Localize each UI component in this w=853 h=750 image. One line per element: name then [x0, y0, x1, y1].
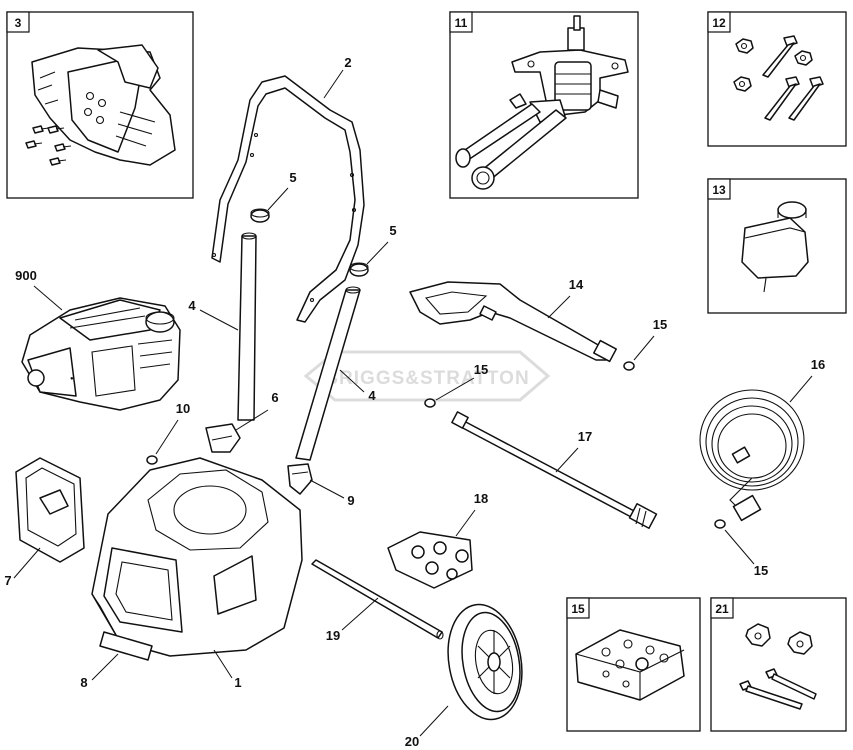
- leader-cap-left: [267, 187, 289, 211]
- callout-oring-gun: 15: [653, 317, 667, 332]
- box-number-15: 15: [571, 602, 585, 616]
- box-number-11: 11: [455, 16, 468, 30]
- brand-watermark: BRIGGS&STRATTON: [303, 350, 551, 402]
- watermark-text: BRIGGS&STRATTON: [324, 368, 529, 389]
- oring-10-part: [146, 455, 158, 465]
- leader-oring-hose: [724, 529, 755, 565]
- wheel-part: [447, 603, 523, 721]
- leader-tube-right: [339, 369, 365, 393]
- leader-oring-wand: [435, 377, 475, 401]
- box-number-13: 13: [712, 183, 726, 197]
- callout-engine: 900: [15, 268, 37, 283]
- base-part: [91, 457, 303, 657]
- pump-part: [455, 15, 629, 190]
- callout-oring-hose: 15: [754, 563, 768, 578]
- hose-part: [699, 389, 805, 522]
- callout-handle: 2: [344, 55, 351, 70]
- box-hardware: 12: [707, 11, 847, 147]
- leader-engine: [33, 285, 63, 311]
- callout-cap-left: 5: [289, 170, 296, 185]
- leader-wand: [555, 447, 579, 473]
- oring-wand-part: [424, 398, 436, 408]
- callout-wheel: 20: [405, 734, 419, 749]
- grip-part: [99, 631, 153, 661]
- callout-tube-left: 4: [188, 298, 196, 313]
- hardware-parts: [733, 35, 824, 121]
- callout-wand: 17: [578, 429, 592, 444]
- leader-gun: [547, 295, 571, 319]
- leader-base: [213, 649, 233, 679]
- box-pump: 11: [449, 11, 639, 199]
- leader-grip: [91, 653, 119, 681]
- callout-gun: 14: [569, 277, 584, 292]
- leader-axle: [341, 597, 379, 631]
- callout-grip: 8: [80, 675, 87, 690]
- tube-right-part: [295, 286, 361, 461]
- callout-cap-right: 5: [389, 223, 396, 238]
- engine-cover-part: [31, 44, 176, 166]
- soap-tank-part: [741, 201, 809, 293]
- panel-part: [15, 457, 85, 563]
- cap-left-part: [250, 208, 270, 223]
- leader-bracket-9: [309, 479, 345, 499]
- box-number-3: 3: [15, 16, 22, 30]
- engine-part: ●: [21, 297, 181, 411]
- box-number-12: 12: [712, 16, 726, 30]
- bracket-9-part: [287, 463, 313, 495]
- box-nozzle-holder: 15: [566, 597, 701, 732]
- callout-base: 1: [234, 675, 241, 690]
- oring-gun-part: [623, 361, 635, 371]
- callout-nozzles: 18: [474, 491, 488, 506]
- knobs-part: [739, 623, 817, 710]
- callout-tube-right: 4: [368, 388, 376, 403]
- box-engine-cover: 3: [6, 11, 194, 199]
- leader-wheel: [419, 705, 449, 737]
- box-knobs: 21: [710, 597, 847, 732]
- gun-part: [409, 281, 617, 363]
- leader-panel: [13, 547, 41, 579]
- leader-bracket-6: [235, 409, 269, 431]
- box-soap-tank: 13: [707, 178, 847, 314]
- handle-part: [211, 75, 365, 323]
- callout-bracket-6: 6: [271, 390, 278, 405]
- callout-hose: 16: [811, 357, 825, 372]
- screws: [25, 125, 72, 166]
- leader-oring-gun: [633, 335, 655, 361]
- leader-handle: [323, 69, 344, 99]
- callout-panel: 7: [4, 573, 11, 588]
- callout-oring-10: 10: [176, 401, 190, 416]
- bracket-6-part: [205, 423, 241, 453]
- tube-left-part: [237, 232, 257, 421]
- callout-bracket-9: 9: [347, 493, 354, 508]
- engine-brand-mark: ●: [70, 376, 74, 382]
- nozzle-holder-part: [575, 629, 685, 701]
- leader-nozzles: [455, 509, 476, 537]
- leader-hose: [789, 375, 813, 403]
- leader-cap-right: [366, 241, 389, 265]
- nozzles-part: [387, 531, 473, 589]
- leader-tube-left: [199, 309, 239, 331]
- leader-oring-10: [155, 419, 179, 455]
- callout-oring-wand: 15: [474, 362, 488, 377]
- callout-axle: 19: [326, 628, 340, 643]
- oring-hose-part: [714, 519, 726, 529]
- box-number-21: 21: [715, 602, 729, 616]
- wand-part: [451, 411, 658, 529]
- cap-right-part: [349, 262, 369, 277]
